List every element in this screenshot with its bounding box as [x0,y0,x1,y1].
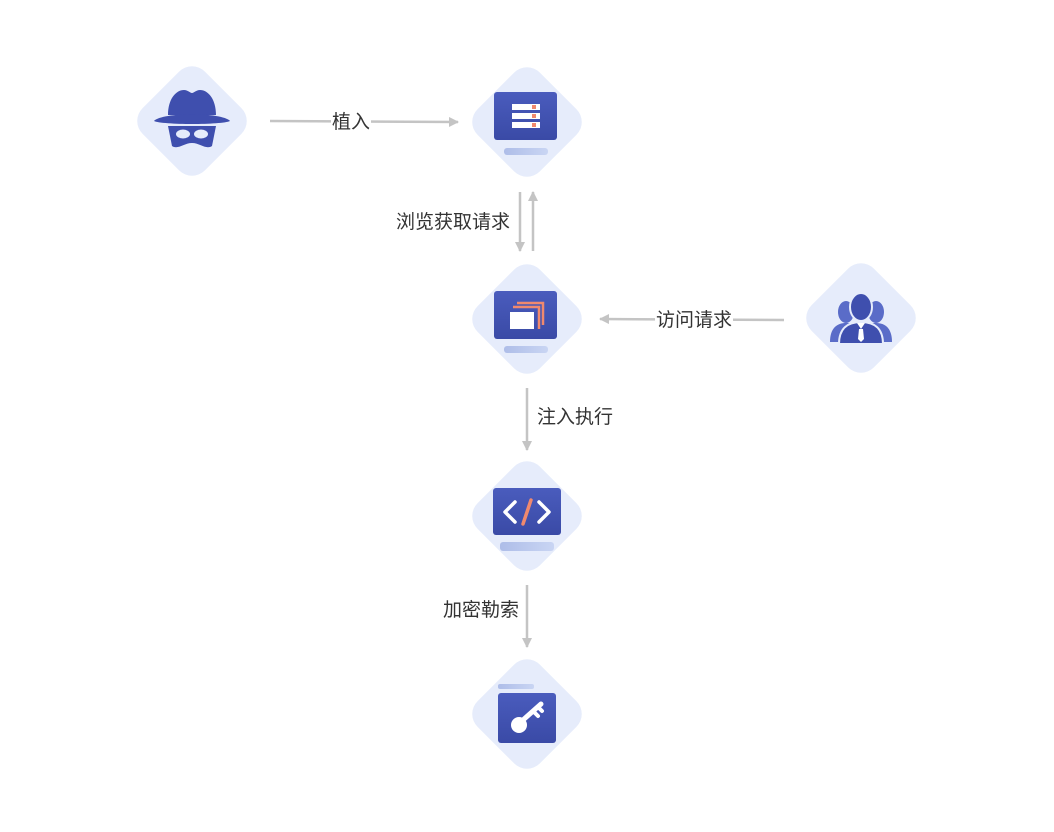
server-icon [494,92,557,155]
node-attacker [137,66,247,176]
edge-label-encrypt-ransom: 加密勒索 [442,598,521,622]
webpage-icon [494,291,557,353]
edge-label-implant: 植入 [331,110,372,134]
key-file-icon [498,684,556,743]
edge-label-inject-execute: 注入执行 [536,405,615,429]
node-code [472,461,582,571]
node-server [472,67,582,177]
node-website [472,264,582,374]
users-icon [830,292,892,345]
edge-label-access-request: 访问请求 [655,308,734,332]
code-icon [493,488,561,551]
edge-label-browse-request: 浏览获取请求 [395,210,512,234]
hacker-icon [154,90,230,148]
node-locked [472,659,582,769]
node-users [806,263,916,373]
